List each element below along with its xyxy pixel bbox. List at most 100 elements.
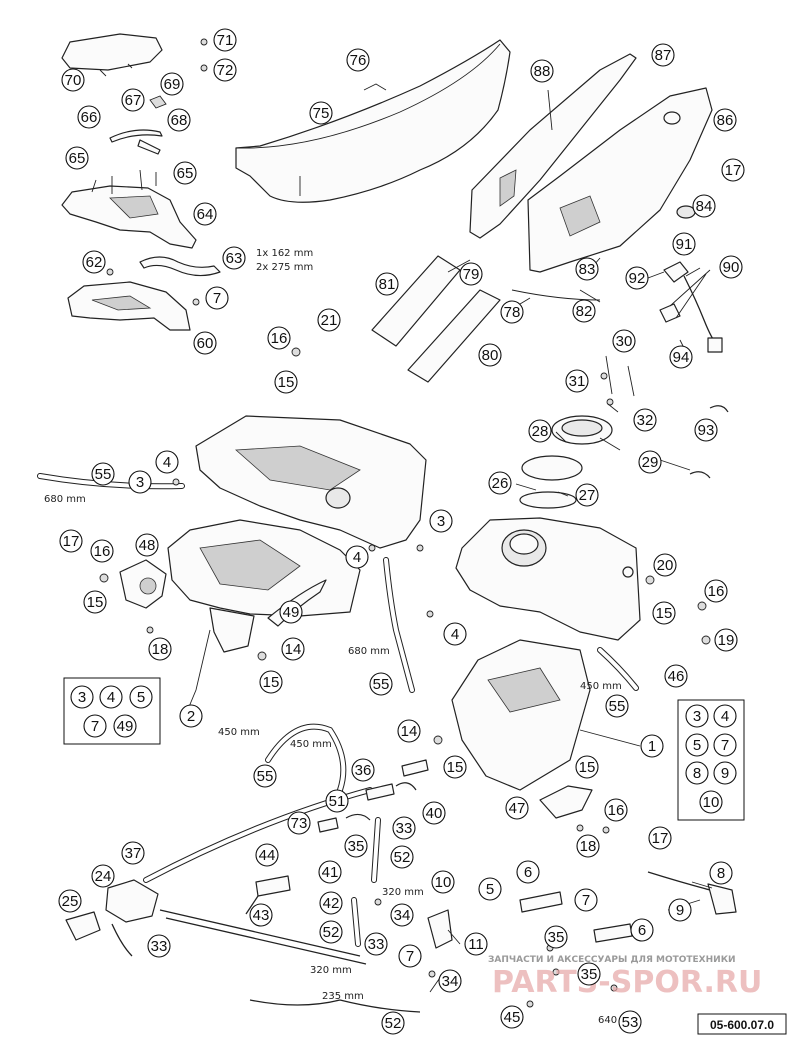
callout-43: 43 [249, 903, 273, 927]
callout-25-label: 25 [62, 893, 79, 910]
callout-1-label: 1 [648, 738, 656, 755]
callout-6: 6 [516, 860, 540, 884]
callout-36: 36 [351, 758, 375, 782]
decal-stickers [371, 255, 501, 383]
callout-6-label: 6 [524, 864, 532, 881]
callout-55: 55 [91, 462, 115, 486]
callout-16-label: 16 [708, 583, 725, 600]
callout-76-label: 76 [350, 52, 367, 69]
callout-91: 91 [672, 232, 696, 256]
callout-29-label: 29 [642, 454, 659, 471]
callout-78: 78 [500, 300, 524, 324]
fuel-pump-24 [65, 879, 159, 957]
callout-7-label: 7 [213, 290, 221, 307]
callout-52-label: 52 [385, 1015, 402, 1032]
callout-79: 79 [459, 262, 483, 286]
meas-235: 235 mm [322, 991, 364, 1002]
fuel-tank-right-half [451, 517, 641, 791]
callout-15-label: 15 [447, 759, 464, 776]
callout-4-label: 4 [353, 549, 361, 566]
callout-16: 16 [604, 798, 628, 822]
callout-55-label: 55 [609, 698, 626, 715]
callout-43-label: 43 [253, 907, 270, 924]
bolt-set-30-32 [600, 355, 635, 406]
callout-16-label: 16 [94, 543, 111, 560]
callout-18-label: 18 [152, 641, 169, 658]
callout-26-label: 26 [492, 475, 509, 492]
callout-18-label: 18 [580, 838, 597, 855]
callout-9-label: 9 [676, 902, 684, 919]
callout-88-label: 88 [534, 63, 551, 80]
callout-93-label: 93 [698, 422, 715, 439]
callout-88: 88 [530, 59, 554, 83]
callout-10: 10 [431, 870, 455, 894]
callout-62: 62 [82, 250, 106, 274]
callout-63-label: 63 [226, 250, 243, 267]
callout-72: 72 [213, 58, 237, 82]
callout-30-label: 30 [616, 333, 633, 350]
callout-17-label: 17 [725, 162, 742, 179]
callout-46: 46 [664, 664, 688, 688]
callout-18: 18 [576, 834, 600, 858]
callout-72-label: 72 [217, 62, 234, 79]
callout-2: 2 [179, 704, 203, 728]
callout-15: 15 [652, 601, 676, 625]
callout-84-label: 84 [696, 198, 713, 215]
callout-73: 73 [287, 811, 311, 835]
callout-70: 70 [61, 68, 85, 92]
connectors-5-6 [519, 891, 633, 943]
tank-cap-ring [519, 415, 613, 509]
callout-16: 16 [90, 539, 114, 563]
callout-15-label: 15 [656, 605, 673, 622]
meas-680-right: 680 mm [348, 646, 390, 657]
group-right-4-label: 4 [721, 708, 729, 725]
callout-4-label: 4 [451, 626, 459, 643]
callout-52-label: 52 [394, 849, 411, 866]
callout-15-label: 15 [263, 674, 280, 691]
callout-60-label: 60 [197, 335, 214, 352]
callout-80-label: 80 [482, 347, 499, 364]
callout-78-label: 78 [504, 304, 521, 321]
callout-90: 90 [719, 255, 743, 279]
side-cover-left [469, 53, 637, 239]
callout-14-label: 14 [285, 641, 302, 658]
callout-86: 86 [713, 108, 737, 132]
callout-33: 33 [364, 932, 388, 956]
side-cover-right [527, 87, 713, 273]
hose-clip-piece [139, 256, 221, 277]
callout-47-label: 47 [509, 800, 526, 817]
fuel-tank-left-half [167, 415, 427, 653]
meas-450-left-a: 450 mm [218, 727, 260, 738]
callout-17-label: 17 [63, 533, 80, 550]
callout-26: 26 [488, 471, 512, 495]
callout-86-label: 86 [717, 112, 734, 129]
callout-93: 93 [694, 418, 718, 442]
callout-4: 4 [443, 622, 467, 646]
callout-94: 94 [669, 345, 693, 369]
callout-42-label: 42 [323, 895, 340, 912]
callout-34-label: 34 [394, 907, 411, 924]
callout-14: 14 [397, 719, 421, 743]
callout-66: 66 [77, 105, 101, 129]
group-right-10-label: 10 [703, 794, 720, 811]
callout-75-label: 75 [313, 105, 330, 122]
callout-15: 15 [443, 755, 467, 779]
callout-16-label: 16 [271, 330, 288, 347]
callout-34-label: 34 [442, 973, 459, 990]
group-right-7-label: 7 [721, 737, 729, 754]
callout-19-label: 19 [718, 632, 735, 649]
meas-320-b: 320 mm [310, 965, 352, 976]
callout-25: 25 [58, 889, 82, 913]
callout-30: 30 [612, 329, 636, 353]
callout-32: 32 [633, 408, 657, 432]
callout-15-label: 15 [579, 759, 596, 776]
callout-67: 67 [121, 88, 145, 112]
callout-35-label: 35 [348, 838, 365, 855]
callout-55-label: 55 [95, 466, 112, 483]
callout-41: 41 [318, 860, 342, 884]
group-right-7: 7 [713, 733, 737, 757]
valve-10-11 [427, 909, 453, 949]
